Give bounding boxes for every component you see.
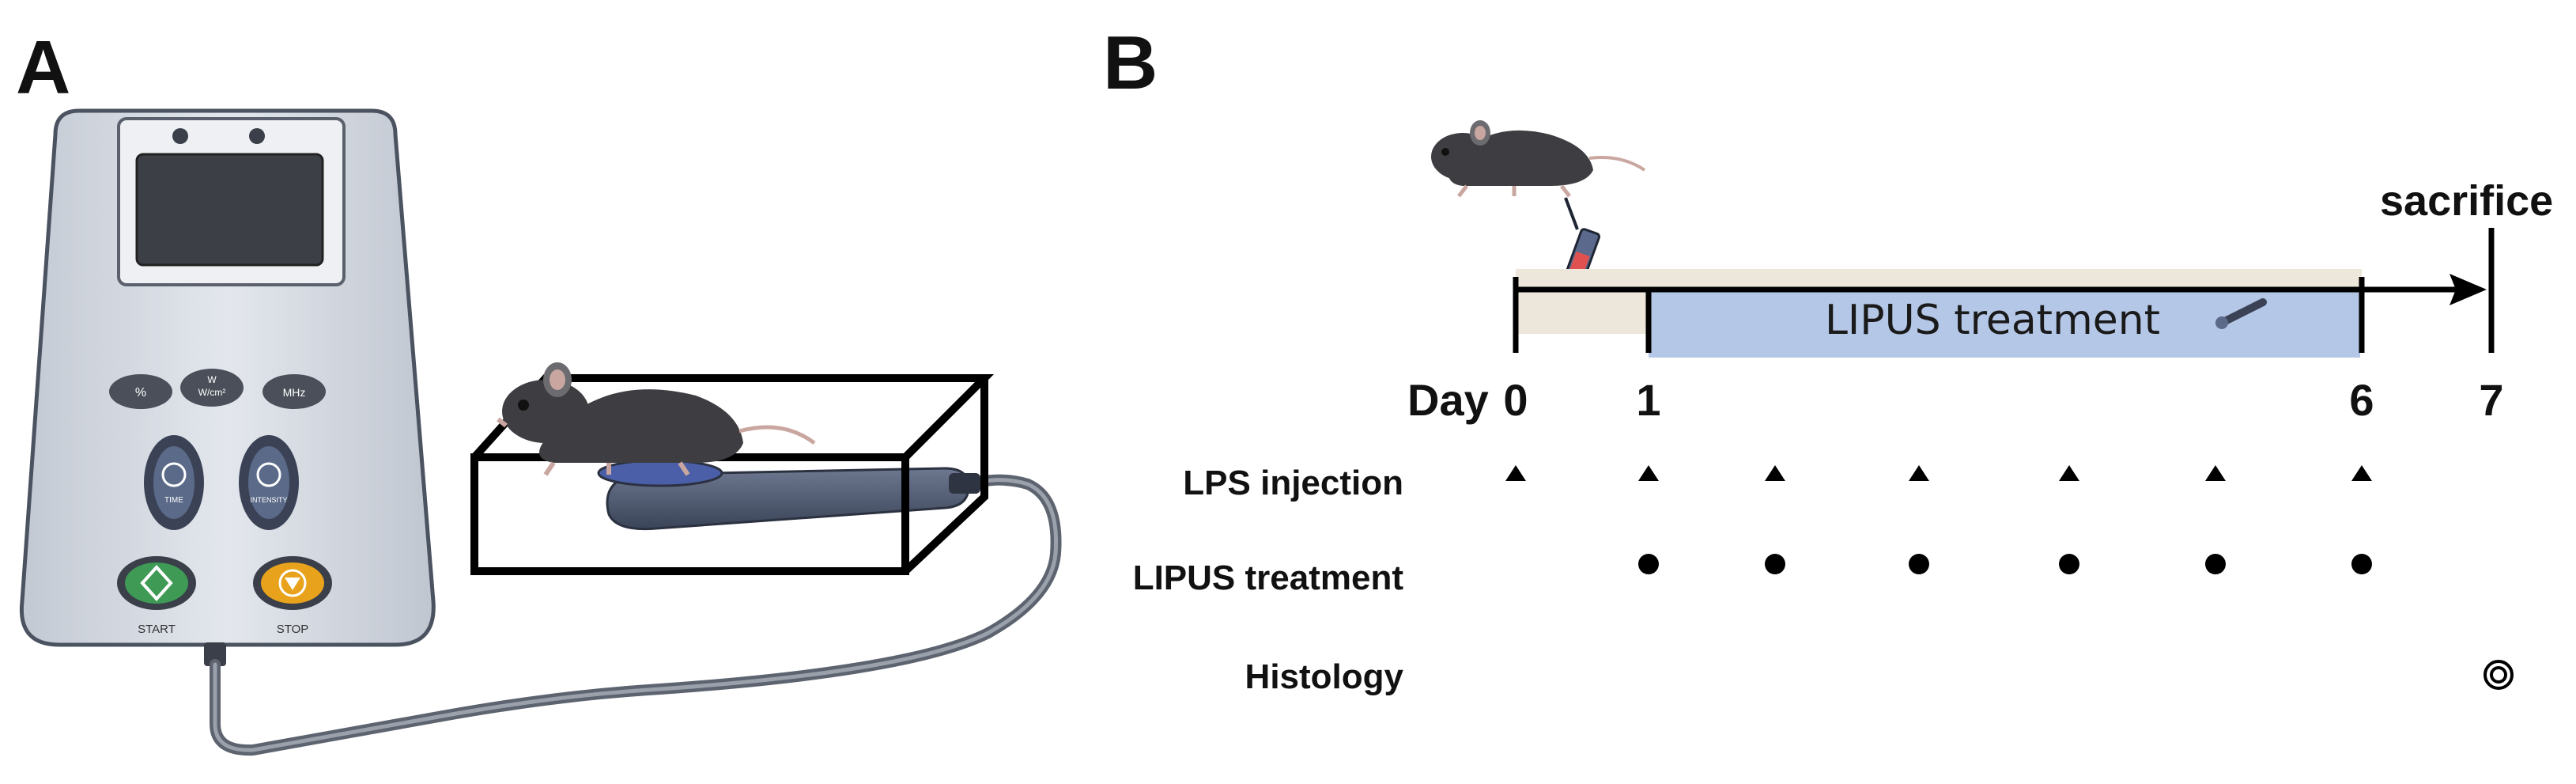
- histology-marker: [2483, 660, 2514, 690]
- mhz-button-label: MHz: [283, 386, 306, 399]
- start-label: START: [138, 623, 176, 636]
- panel-a-letter: A: [16, 25, 70, 110]
- timer-small-icon: [172, 128, 188, 144]
- lps-triangle-day-2: [1765, 465, 1785, 481]
- stop-label: STOP: [277, 623, 309, 636]
- mhz-button[interactable]: MHz: [263, 374, 326, 409]
- lipus-dot-day-6: [2351, 554, 2372, 574]
- lps-triangle-day-1: [1638, 465, 1659, 481]
- day-label-6: 6: [2349, 375, 2374, 425]
- start-button[interactable]: [117, 556, 196, 610]
- mouse-on-device-icon: [497, 362, 816, 476]
- lps-triangle-day-5: [2205, 465, 2226, 481]
- device-screen: [135, 153, 324, 267]
- row-label-histology: Histology: [1245, 657, 1404, 696]
- timeline-arrowhead: [2449, 274, 2487, 305]
- intensity-knob-label: INTENSITY: [250, 496, 287, 504]
- row-label-lipus: LIPUS treatment: [1133, 559, 1404, 597]
- intensity-knob[interactable]: INTENSITY: [239, 435, 299, 530]
- ultrasound-device: % W W/cm² MHz TIME INTENSITY: [19, 108, 436, 666]
- lipus-dot-day-2: [1765, 554, 1785, 574]
- lipus-markers: [1638, 554, 2372, 574]
- percent-button-label: %: [135, 386, 146, 400]
- day-label-7: 7: [2479, 375, 2503, 425]
- lipus-treatment-bar-fill: [1649, 293, 2360, 358]
- svg-text:W: W: [207, 374, 217, 385]
- lps-triangle-day-4: [2059, 465, 2079, 481]
- lipus-dot-day-3: [1909, 554, 1929, 574]
- svg-text:W/cm²: W/cm²: [198, 387, 226, 398]
- lps-triangle-day-0: [1505, 465, 1526, 481]
- lipus-treatment-bar-label: LIPUS treatment: [1825, 297, 2160, 344]
- intensity-unit-button[interactable]: W W/cm²: [180, 369, 244, 407]
- ultrasound-probe: [597, 459, 980, 531]
- mouse-with-syringe-icon: [1431, 120, 1646, 198]
- lps-markers: [1505, 465, 2372, 481]
- device-connector: [204, 642, 226, 666]
- time-knob-label: TIME: [164, 496, 183, 505]
- lipus-dot-day-4: [2059, 554, 2079, 574]
- row-label-lps: LPS injection: [1183, 464, 1403, 502]
- day-label-1: 1: [1636, 375, 1660, 425]
- lipus-dot-day-5: [2205, 554, 2226, 574]
- lps-triangle-day-3: [1909, 465, 1929, 481]
- lipus-dot-day-1: [1638, 554, 1659, 574]
- day-label-0: 0: [1503, 375, 1528, 425]
- probe-small-icon: [2215, 298, 2267, 329]
- time-knob[interactable]: TIME: [144, 435, 204, 530]
- percent-button[interactable]: %: [109, 374, 172, 409]
- lps-triangle-day-6: [2351, 465, 2372, 481]
- sacrifice-label: sacrifice: [2380, 177, 2553, 225]
- stop-button[interactable]: [253, 556, 332, 610]
- power-small-icon: [249, 128, 265, 144]
- panel-b-letter: B: [1103, 21, 1158, 105]
- day-prefix-label: Day: [1407, 375, 1489, 425]
